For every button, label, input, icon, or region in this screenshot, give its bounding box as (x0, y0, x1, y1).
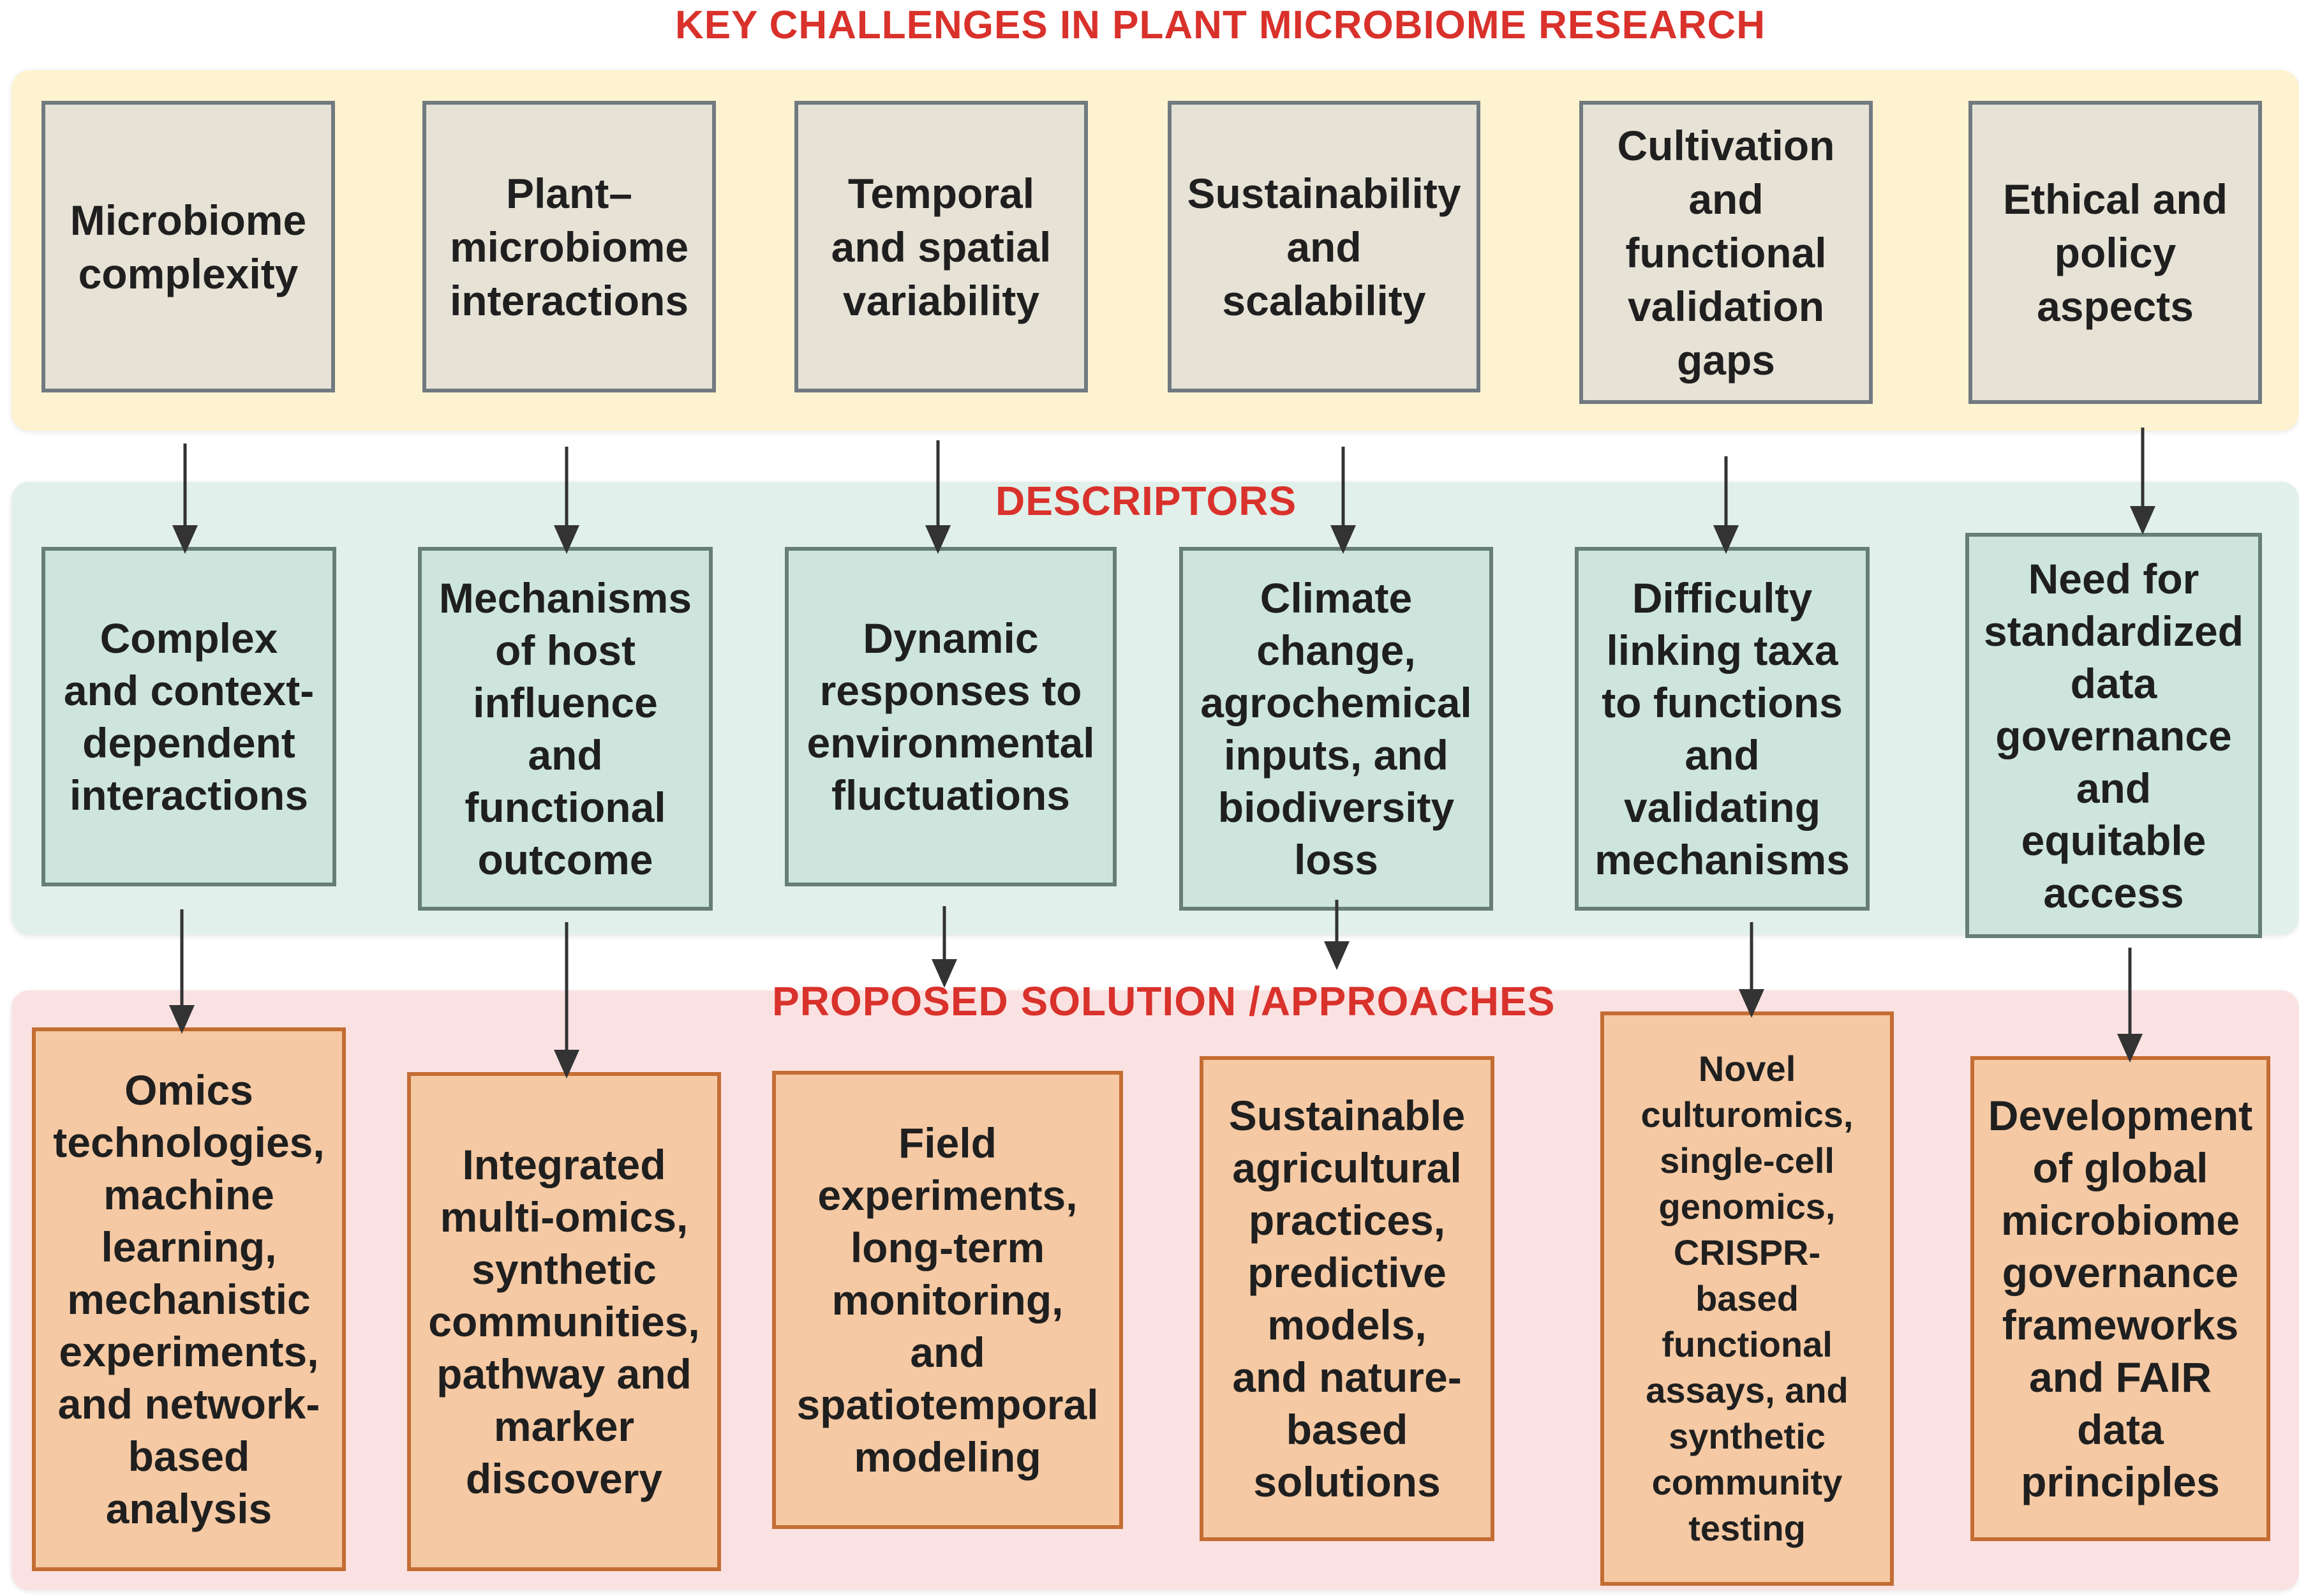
descriptors-title: DESCRIPTORS (995, 478, 1297, 524)
solution-box-sustainable-practices: Sustainable agricultural practices, pred… (1200, 1056, 1494, 1541)
challenge-box-plant-microbiome-interactions: Plant– microbiome interactions (422, 101, 716, 392)
solution-box-omics-ml: Omics technologies, machine learning, me… (32, 1027, 346, 1571)
challenge-box-sustainability-scalability: Sustainability and scalability (1168, 101, 1480, 392)
solution-box-culturomics: Novel culturomics, single-cell genomics,… (1600, 1011, 1894, 1586)
challenge-box-cultivation-validation-gaps: Cultivation and functional validation ga… (1579, 101, 1873, 404)
solution-box-governance-frameworks: Development of global microbiome governa… (1970, 1056, 2270, 1541)
descriptor-box-climate-change: Climate change, agrochemical inputs, and… (1179, 547, 1493, 911)
main-title: KEY CHALLENGES IN PLANT MICROBIOME RESEA… (675, 3, 1766, 47)
challenges-band (11, 70, 2299, 431)
solutions-title: PROPOSED SOLUTION /APPROACHES (772, 978, 1556, 1024)
solution-box-multi-omics: Integrated multi-omics, synthetic commun… (407, 1072, 721, 1571)
descriptor-box-host-influence: Mechanisms of host influence and functio… (418, 547, 713, 911)
challenge-box-ethical-policy-aspects: Ethical and policy aspects (1968, 101, 2262, 404)
descriptor-box-complex-interactions: Complex and context- dependent interacti… (41, 547, 336, 886)
descriptor-box-dynamic-responses: Dynamic responses to environmental fluct… (785, 547, 1117, 886)
descriptors-band (11, 482, 2299, 935)
solution-box-field-experiments: Field experiments, long-term monitoring,… (772, 1071, 1123, 1529)
descriptor-box-data-governance: Need for standardized data governance an… (1965, 533, 2262, 938)
descriptor-box-linking-taxa: Difficulty linking taxa to functions and… (1575, 547, 1870, 911)
challenge-box-temporal-spatial-variability: Temporal and spatial variability (794, 101, 1088, 392)
solutions-band (11, 990, 2299, 1590)
challenge-box-microbiome-complexity: Microbiome complexity (41, 101, 335, 392)
